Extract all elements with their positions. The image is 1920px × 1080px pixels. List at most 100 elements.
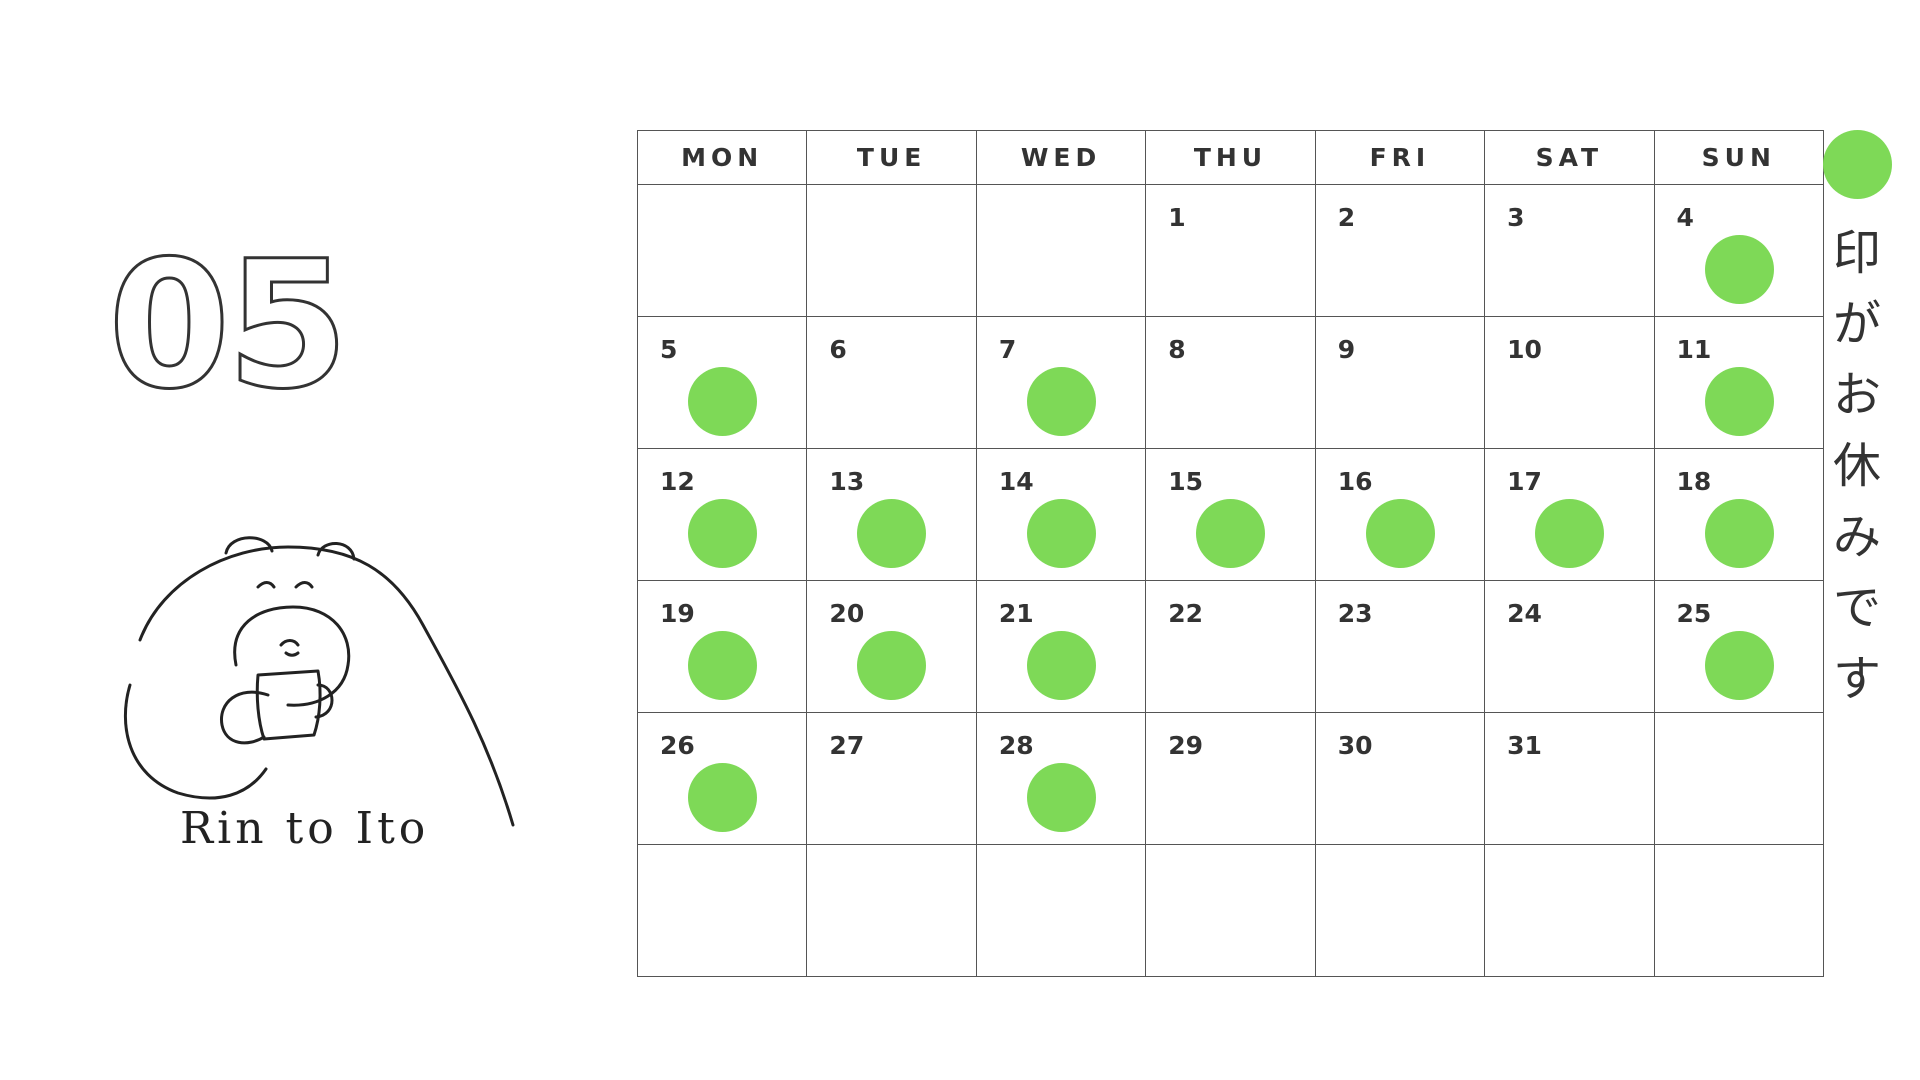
day-number: 28 [998,731,1034,760]
holiday-dot [1704,235,1774,304]
day-number: 5 [660,335,678,364]
day-cell-3: 3 [1484,184,1655,317]
day-number: 7 [998,335,1017,364]
day-number: 19 [660,599,695,628]
weekday-sat: SAT [1484,130,1655,185]
day-cell-29: 29 [1145,712,1316,845]
day-number: 27 [829,731,865,760]
day-cell-21: 21 [975,580,1147,713]
signature-text: Rin to Ito [180,803,429,854]
day-cell-19: 19 [636,580,808,713]
empty-day-cell [1484,844,1655,977]
day-number: 15 [1168,467,1204,496]
day-cell-13: 13 [806,448,977,581]
day-number: 21 [998,599,1034,628]
weekday-mon: MON [636,130,808,185]
weekday-wed: WED [975,130,1147,185]
day-number: 12 [660,467,695,496]
day-number: 18 [1676,467,1712,496]
day-cell-1: 1 [1145,184,1316,317]
day-number: 30 [1337,731,1373,760]
empty-day-cell [806,184,977,317]
holiday-dot [688,763,757,832]
legend-char: お [1832,367,1881,423]
day-cell-4: 4 [1653,184,1825,317]
legend-char: み [1832,509,1881,565]
legend-dot [1823,130,1892,199]
day-number: 22 [1168,599,1204,628]
holiday-dot [1026,499,1096,568]
empty-day-cell [1653,712,1825,845]
weekday-fri: FRI [1314,130,1486,185]
day-cell-25: 25 [1653,580,1825,713]
day-number: 11 [1676,335,1712,364]
holiday-dot [1026,367,1096,436]
day-number: 10 [1507,335,1542,364]
day-cell-5: 5 [636,316,808,449]
empty-day-cell [975,844,1147,977]
day-number: 2 [1337,203,1356,232]
day-cell-30: 30 [1314,712,1486,845]
holiday-dot [1704,367,1774,436]
day-number: 23 [1337,599,1373,628]
holiday-dot [688,367,757,436]
day-cell-17: 17 [1484,448,1655,581]
day-number: 17 [1507,467,1542,496]
day-cell-9: 9 [1314,316,1486,449]
day-cell-31: 31 [1484,712,1655,845]
day-cell-27: 27 [806,712,977,845]
empty-day-cell [1653,844,1825,977]
day-cell-2: 2 [1314,184,1486,317]
day-number: 24 [1507,599,1542,628]
empty-day-cell [1314,844,1486,977]
calendar-week-row [636,844,1825,977]
day-number: 25 [1676,599,1712,628]
legend-char: で [1832,580,1881,636]
empty-day-cell [636,844,808,977]
legend-char: 休 [1832,438,1881,494]
legend-char: が [1832,296,1881,352]
day-cell-11: 11 [1653,316,1825,449]
empty-day-cell [1145,844,1316,977]
day-cell-7: 7 [975,316,1147,449]
day-number: 6 [829,335,847,364]
holiday-dot [1196,499,1266,568]
holiday-dot [1026,631,1096,700]
day-cell-23: 23 [1314,580,1486,713]
holiday-dot [688,631,757,700]
day-number: 16 [1337,467,1373,496]
calendar-week-row: 19 20 21 22 23 24 25 [636,580,1825,713]
day-cell-12: 12 [636,448,808,581]
holiday-dot [857,631,927,700]
day-number: 26 [660,731,695,760]
day-number: 31 [1507,731,1542,760]
holiday-dot [1365,499,1435,568]
day-cell-6: 6 [806,316,977,449]
weekday-tue: TUE [806,130,977,185]
day-cell-22: 22 [1145,580,1316,713]
day-cell-20: 20 [806,580,977,713]
holiday-dot [1704,499,1774,568]
month-number: 05 [107,223,351,428]
day-cell-18: 18 [1653,448,1825,581]
bear-with-cup-illustration: Rin to Ito [123,536,515,854]
day-cell-10: 10 [1484,316,1655,449]
day-number: 13 [829,467,865,496]
weekday-sun: SUN [1653,130,1825,185]
day-cell-28: 28 [975,712,1147,845]
weekday-thu: THU [1145,130,1316,185]
holiday-dot [1704,631,1774,700]
day-number: 20 [829,599,865,628]
day-cell-24: 24 [1484,580,1655,713]
legend-char: 印 [1832,225,1881,281]
holiday-dot [1535,499,1605,568]
day-number: 3 [1507,203,1525,232]
holiday-dot [857,499,927,568]
